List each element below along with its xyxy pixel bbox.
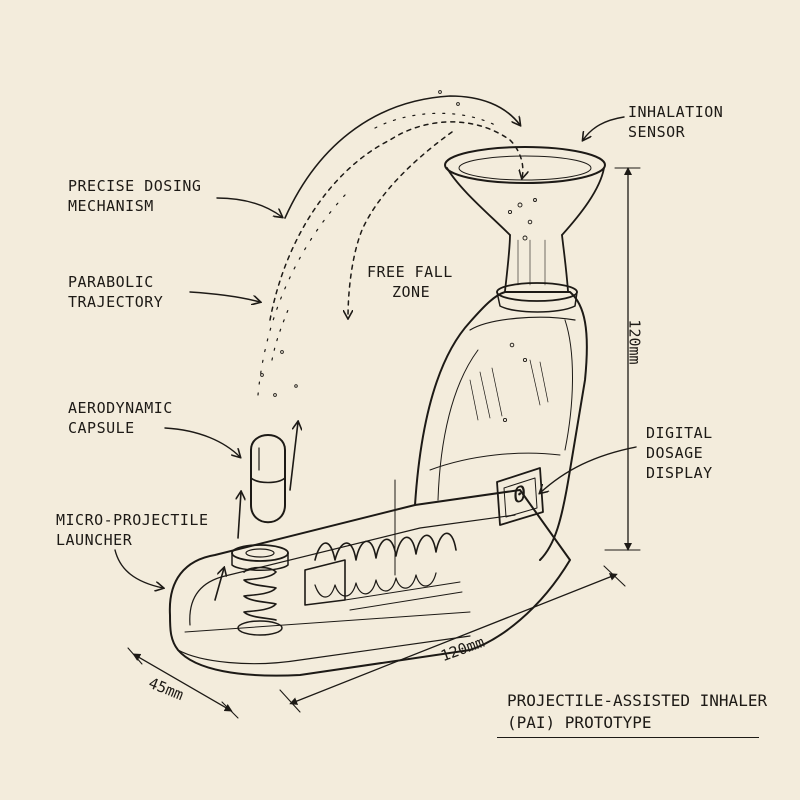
- launch-arrow: [289, 422, 298, 491]
- leader-parabolic-trajectory: [189, 291, 260, 302]
- label-precise-dosing-mechanism: PRECISE DOSING MECHANISM: [68, 177, 202, 215]
- label-micro-projectile-launcher: MICRO-PROJECTILE LAUNCHER: [56, 511, 209, 549]
- funnel-mouthpiece: [444, 146, 606, 313]
- digital-display-housing: [496, 467, 544, 526]
- dimension-height: [604, 167, 641, 551]
- leader-digital-display: [540, 446, 637, 493]
- label-parabolic-trajectory: PARABOLIC TRAJECTORY: [68, 273, 164, 311]
- leader-dosing-mechanism: [216, 197, 282, 217]
- dimension-height-label: 120mm: [625, 319, 644, 365]
- launcher-spring: [231, 544, 289, 636]
- dimension-length: [279, 565, 626, 713]
- label-free-fall-zone: FREE FALL ZONE: [367, 263, 453, 301]
- leader-aerodynamic-capsule: [164, 427, 240, 457]
- label-digital-dosage-display: DIGITAL DOSAGE DISPLAY: [646, 424, 713, 482]
- label-aerodynamic-capsule: AERODYNAMIC CAPSULE: [68, 399, 173, 437]
- dimension-width: [127, 647, 239, 719]
- caption-underline: [497, 737, 759, 738]
- leader-inhalation-sensor: [583, 116, 625, 140]
- label-inhalation-sensor: INHALATION SENSOR: [628, 103, 724, 141]
- trajectory-arcs: [257, 95, 523, 396]
- base-tray: [168, 489, 571, 677]
- diagram-caption: PROJECTILE-ASSISTED INHALER (PAI) PROTOT…: [507, 691, 768, 732]
- display-reading: 0: [513, 481, 527, 510]
- particles: [260, 90, 537, 423]
- leader-launcher: [114, 549, 163, 588]
- inhaler-body: [414, 291, 588, 561]
- launch-arrow: [238, 492, 241, 539]
- launch-arrow: [214, 568, 224, 601]
- aerodynamic-capsule: [250, 434, 286, 524]
